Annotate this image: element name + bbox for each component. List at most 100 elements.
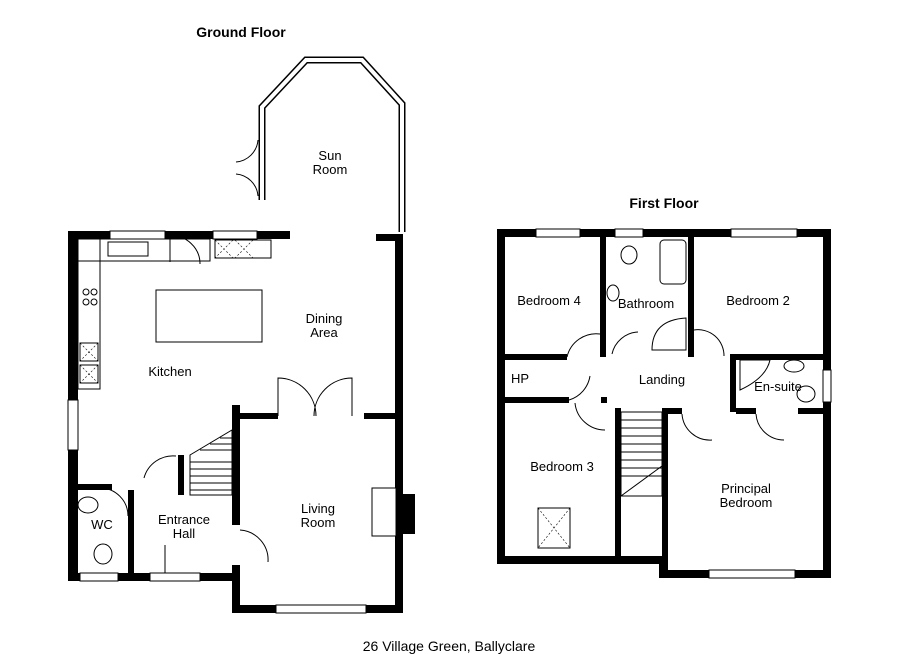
- kitchen-north-wall: [68, 231, 290, 239]
- ensuite-west-wall: [730, 354, 736, 412]
- appliance: [79, 342, 99, 362]
- dining-label-line2: Area: [310, 325, 338, 340]
- front-entrance-window: [149, 572, 201, 582]
- ensuite-south-wall-b: [798, 408, 823, 414]
- bath-toilet: [620, 245, 638, 265]
- entrance-label-line2: Hall: [173, 526, 196, 541]
- ensuite-north-wall: [730, 354, 823, 360]
- kitchen-units-east: [214, 239, 272, 259]
- ensuite-toilet: [796, 385, 816, 403]
- wc-door-swing: [99, 487, 129, 517]
- east-wall: [395, 234, 403, 612]
- living-bay-west-wall: [232, 565, 240, 613]
- sunroom-label-line2: Room: [313, 162, 348, 177]
- ff-north-wall: [497, 229, 831, 237]
- bedroom4-label: Bedroom 4: [517, 293, 581, 308]
- living-north-wall-a: [240, 413, 278, 419]
- bath-bed2-wall: [688, 237, 694, 357]
- entrance-label-line1: Entrance: [158, 512, 210, 527]
- kitchen-back-door: [169, 231, 201, 265]
- first-floor-title: First Floor: [629, 195, 699, 211]
- unit-cross: [214, 239, 254, 259]
- bathroom-label: Bathroom: [618, 296, 674, 311]
- stair-treads: [190, 437, 232, 491]
- ff-stair-treads: [621, 419, 662, 477]
- kitchen-window: [109, 230, 166, 240]
- hob-ring: [90, 288, 98, 296]
- bed4-door: [566, 333, 601, 358]
- bath-basin: [606, 284, 620, 302]
- appliance: [79, 364, 99, 384]
- ground-floor-title: Ground Floor: [196, 24, 286, 40]
- kitchen-window-2: [212, 230, 258, 240]
- ensuite-shower: [739, 359, 771, 391]
- hob-ring: [82, 288, 90, 296]
- principal-north-wall-a: [668, 408, 682, 414]
- ensuite-window: [822, 369, 832, 403]
- appliance-cross: [79, 342, 99, 362]
- stair-east-wall: [662, 408, 668, 570]
- bedroom3-label: Bedroom 3: [530, 459, 594, 474]
- bed2-door: [693, 329, 725, 357]
- living-west-wall: [232, 405, 240, 525]
- ff-east-wall: [823, 229, 831, 577]
- wc-basin: [77, 496, 99, 514]
- wc-north-wall: [76, 484, 112, 490]
- sunroom-glazing: [260, 58, 404, 232]
- kitchen-label: Kitchen: [148, 364, 191, 379]
- hp-south-wall: [505, 397, 569, 403]
- living-label-line2: Room: [301, 515, 336, 530]
- kitchen-side-window: [67, 399, 79, 451]
- bedroom2-window: [730, 228, 798, 238]
- principal-label-line2: Bedroom: [720, 495, 773, 510]
- ensuite-door: [755, 413, 785, 441]
- chimney-breast: [395, 494, 415, 534]
- fireplace: [371, 487, 397, 537]
- bathroom-window: [614, 228, 644, 238]
- sunroom-label-line1: Sun: [318, 148, 341, 163]
- appliance-cross: [79, 364, 99, 384]
- ff-stairs: [620, 411, 663, 497]
- hob-ring: [90, 298, 98, 306]
- ground-stairs: [189, 429, 233, 496]
- bath-tub: [659, 239, 687, 285]
- living-door-swing: [239, 529, 269, 563]
- loft-hatch: [537, 507, 571, 549]
- ff-west-wall: [497, 229, 505, 564]
- landing-label: Landing: [639, 372, 685, 387]
- wc-window: [79, 572, 119, 582]
- bath-door: [611, 331, 639, 355]
- principal-door: [681, 413, 713, 441]
- bath-shower: [651, 317, 687, 351]
- living-double-doors: [277, 377, 353, 417]
- ensuite-south-wall: [736, 408, 756, 414]
- ff-south-wall-a: [497, 556, 665, 564]
- hall-wall: [178, 455, 184, 495]
- hp-label: HP: [511, 371, 529, 386]
- wc-east-wall: [128, 490, 134, 574]
- hp-door: [568, 375, 591, 401]
- loft-hatch-cross: [537, 507, 571, 549]
- bedroom2-label: Bedroom 2: [726, 293, 790, 308]
- address-caption: 26 Village Green, Ballyclare: [363, 638, 536, 654]
- kitchen-worktop-west: [77, 238, 101, 390]
- wc-toilet: [93, 543, 113, 565]
- living-bay-window: [275, 604, 367, 614]
- ensuite-label: En-suite: [754, 379, 802, 394]
- bed4-bath-wall: [600, 237, 606, 357]
- living-label-line1: Living: [301, 501, 335, 516]
- living-north-wall-b: [364, 413, 400, 419]
- ensuite-basin: [783, 359, 805, 373]
- hp-corner: [601, 397, 607, 403]
- principal-window: [708, 569, 796, 579]
- dining-label-line1: Dining: [306, 311, 343, 326]
- sunroom-french-doors: [235, 139, 259, 197]
- ground-floor-plan: Sun Room Dining Area Kitchen Living Room…: [67, 56, 415, 614]
- ff-stair-break: [620, 465, 663, 497]
- hob-ring: [82, 298, 90, 306]
- bedroom4-window: [535, 228, 581, 238]
- principal-label-line1: Principal: [721, 481, 771, 496]
- hall-door-swing: [143, 455, 177, 479]
- bed4-south-wall: [505, 354, 567, 360]
